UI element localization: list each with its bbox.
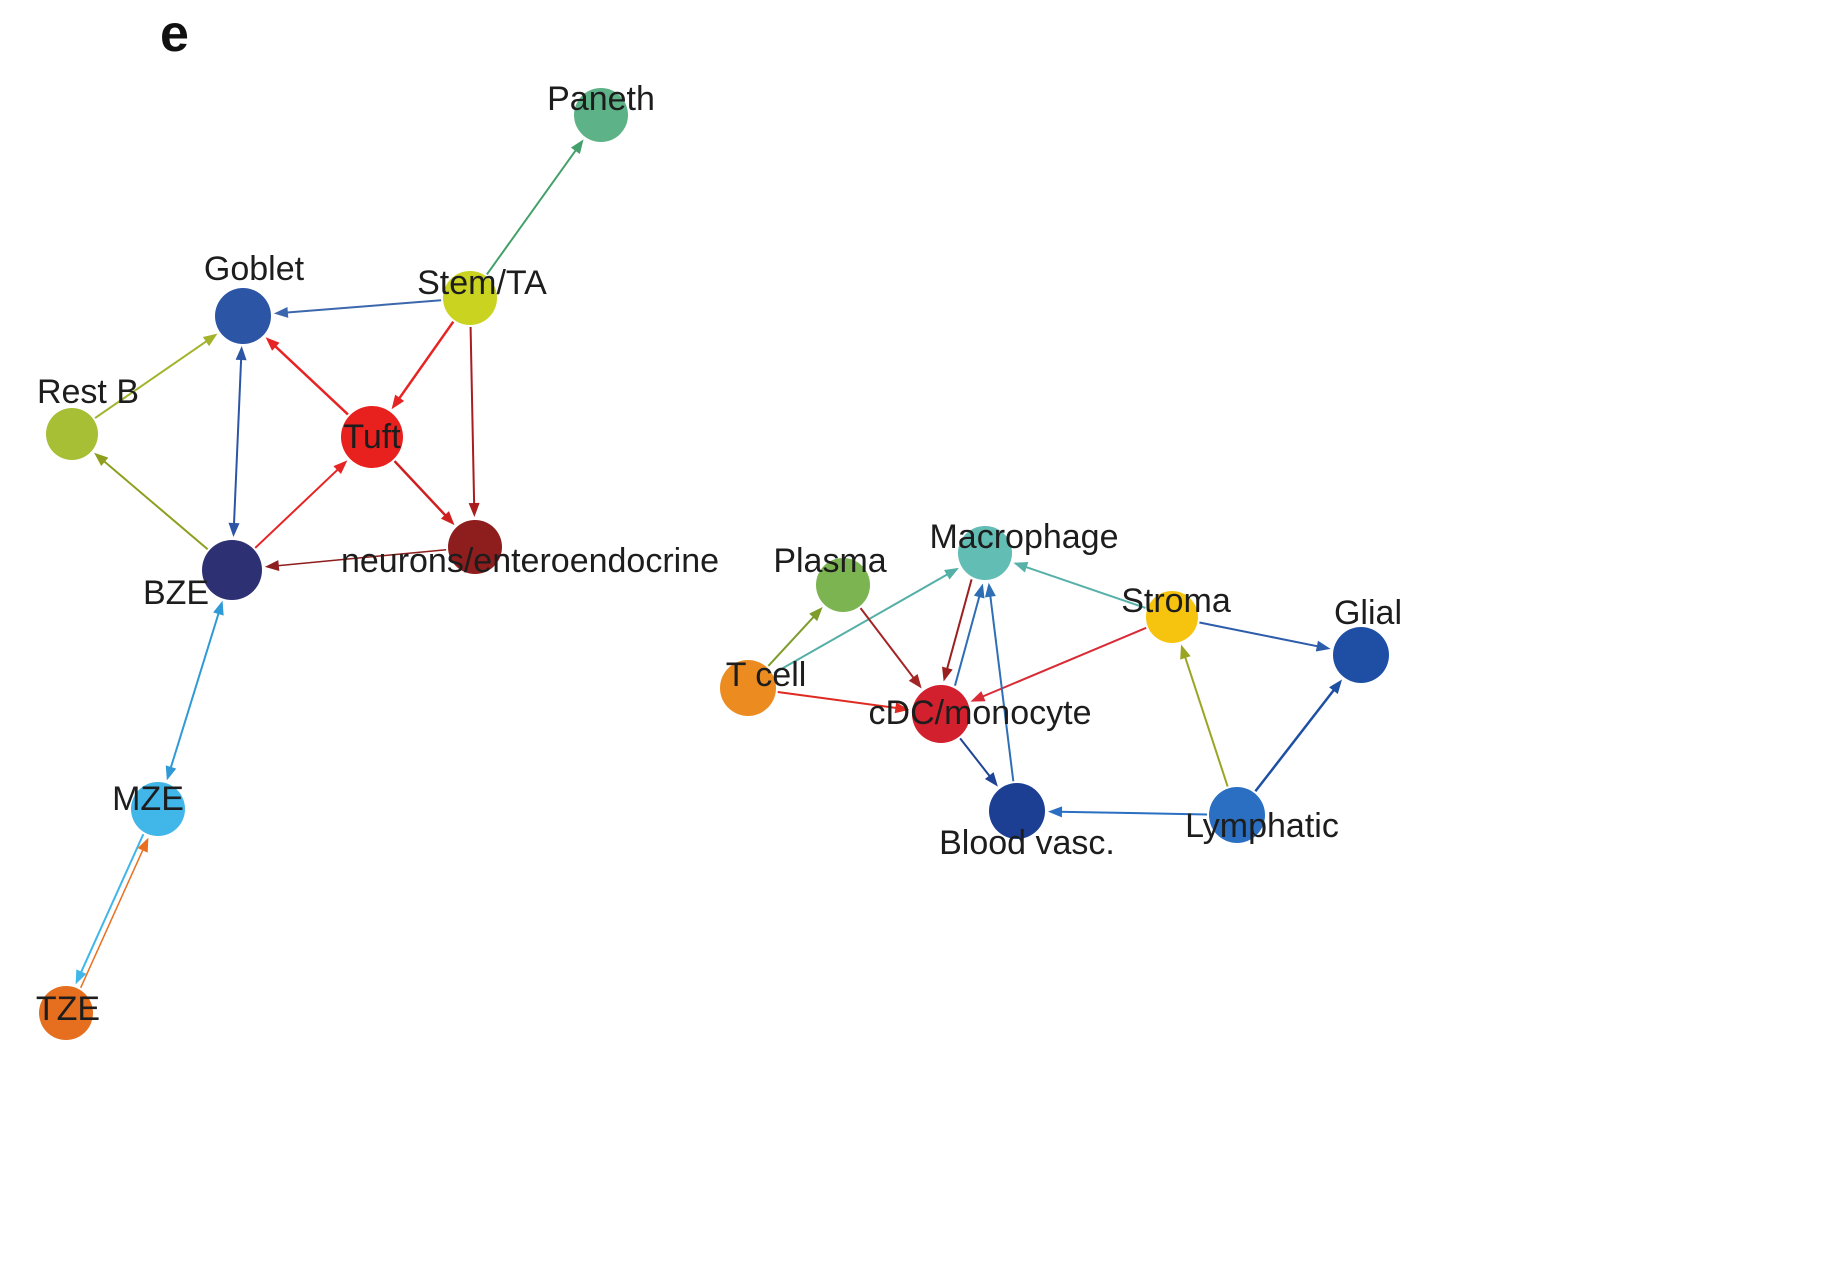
arrowhead-blood-vasc-to-macrophage <box>984 582 996 598</box>
node-label-paneth: Paneth <box>547 80 655 118</box>
arrowhead-macrophage-to-cdc <box>942 666 953 682</box>
arrowhead-stem-ta-to-goblet <box>273 306 289 318</box>
node-paneth <box>574 88 628 142</box>
arrowhead-neurons-to-bze <box>264 560 280 572</box>
node-label-t-cell: T cell <box>726 656 807 694</box>
edge-macrophage-to-cdc <box>945 579 973 673</box>
node-label-rest-b: Rest B <box>37 373 139 411</box>
edge-stroma-to-macrophage <box>1022 565 1146 609</box>
edge-goblet-to-bze <box>232 355 243 528</box>
node-label-tze: TZE <box>36 990 100 1028</box>
arrowhead-lymphatic-to-glial <box>1329 679 1343 694</box>
arrowhead-bze-to-rest-b <box>94 452 109 467</box>
node-tze <box>39 986 93 1040</box>
arrowhead-cdc-to-macrophage <box>973 583 985 599</box>
arrowhead-t-cell-to-cdc <box>894 702 910 714</box>
edge-stem-ta-to-neurons <box>469 326 476 508</box>
node-rest-b <box>46 408 98 460</box>
edge-t-cell-to-cdc <box>777 691 900 710</box>
node-mze <box>131 782 185 836</box>
arrowhead-lymphatic-to-blood-vasc <box>1047 806 1063 818</box>
arrowhead-plasma-to-cdc <box>908 674 922 689</box>
arrowhead-mze-to-bze <box>213 600 224 616</box>
edge-plasma-to-cdc <box>859 607 917 682</box>
node-label-mze: MZE <box>112 780 184 818</box>
node-neurons <box>448 520 502 574</box>
arrowhead-t-cell-to-macrophage <box>944 567 959 580</box>
node-glial <box>1333 627 1389 683</box>
node-label-macrophage: Macrophage <box>929 518 1118 556</box>
edge-bze-to-mze <box>168 609 221 772</box>
node-label-cdc: cDC/monocyte <box>869 694 1092 732</box>
arrowhead-bze-to-tuft <box>333 460 348 475</box>
panel-label: e <box>160 5 189 63</box>
arrowhead-stem-ta-to-tuft <box>391 394 405 410</box>
edge-tuft-to-goblet <box>272 343 349 416</box>
node-label-lymphatic: Lymphatic <box>1185 807 1339 845</box>
edge-t-cell-to-plasma <box>767 613 817 667</box>
node-label-stroma: Stroma <box>1121 582 1231 620</box>
node-label-goblet: Goblet <box>204 250 305 288</box>
arrowhead-tuft-to-goblet <box>265 337 280 351</box>
arrowhead-tze-to-mze <box>137 837 149 853</box>
edge-rest-b-to-goblet <box>94 338 210 419</box>
node-lymphatic <box>1209 787 1265 843</box>
arrowhead-stem-ta-to-paneth <box>570 139 584 154</box>
arrowhead-bze-to-goblet <box>235 345 247 361</box>
edge-blood-vasc-to-macrophage <box>988 592 1015 782</box>
edge-stem-ta-to-tuft <box>396 320 455 402</box>
arrowhead-bze-to-mze <box>165 765 177 781</box>
arrowhead-cdc-to-blood-vasc <box>984 772 998 787</box>
arrowhead-stroma-to-glial <box>1315 640 1331 652</box>
edge-stem-ta-to-goblet <box>283 299 442 314</box>
edge-bze-to-tuft <box>254 466 341 549</box>
node-bze <box>202 540 262 600</box>
node-label-glial: Glial <box>1334 594 1402 632</box>
node-macrophage <box>958 526 1012 580</box>
node-label-blood-vasc: Blood vasc. <box>939 824 1115 862</box>
edge-cdc-to-macrophage <box>953 592 982 686</box>
edge-lymphatic-to-stroma <box>1183 653 1229 787</box>
arrowhead-lymphatic-to-stroma <box>1180 644 1191 660</box>
arrowhead-stroma-to-cdc <box>970 691 986 702</box>
edge-cdc-to-blood-vasc <box>959 737 993 780</box>
node-stem-ta <box>443 271 497 325</box>
edge-bze-to-rest-b <box>101 458 209 551</box>
arrowhead-stem-ta-to-neurons <box>468 502 480 518</box>
arrowhead-goblet-to-bze <box>228 522 240 538</box>
node-label-tuft: Tuft <box>343 418 401 456</box>
node-label-bze: BZE <box>143 574 209 612</box>
edge-mze-to-tze <box>78 833 145 976</box>
node-label-plasma: Plasma <box>773 542 886 580</box>
arrowhead-rest-b-to-goblet <box>202 333 218 347</box>
edge-stroma-to-cdc <box>979 626 1147 699</box>
node-t-cell <box>720 660 776 716</box>
arrowhead-tuft-to-neurons <box>440 511 455 526</box>
edge-lymphatic-to-glial <box>1254 686 1337 793</box>
arrowhead-mze-to-tze <box>75 969 87 985</box>
node-tuft <box>341 406 403 468</box>
node-label-stem-ta: Stem/TA <box>417 264 547 302</box>
edge-stem-ta-to-paneth <box>486 146 579 276</box>
arrowhead-t-cell-to-plasma <box>809 607 823 622</box>
node-blood-vasc <box>989 783 1045 839</box>
node-plasma <box>816 558 870 612</box>
node-goblet <box>215 288 271 344</box>
edge-neurons-to-bze <box>274 548 447 567</box>
node-stroma <box>1146 591 1198 643</box>
edge-tze-to-mze <box>79 846 145 989</box>
edge-lymphatic-to-blood-vasc <box>1057 810 1208 816</box>
edge-t-cell-to-macrophage <box>773 571 951 675</box>
arrowhead-stroma-to-macrophage <box>1013 562 1029 573</box>
node-cdc <box>912 685 970 743</box>
edge-tuft-to-neurons <box>393 460 449 519</box>
node-label-neurons: neurons/enteroendocrine <box>341 542 719 580</box>
edge-stroma-to-glial <box>1199 621 1322 648</box>
